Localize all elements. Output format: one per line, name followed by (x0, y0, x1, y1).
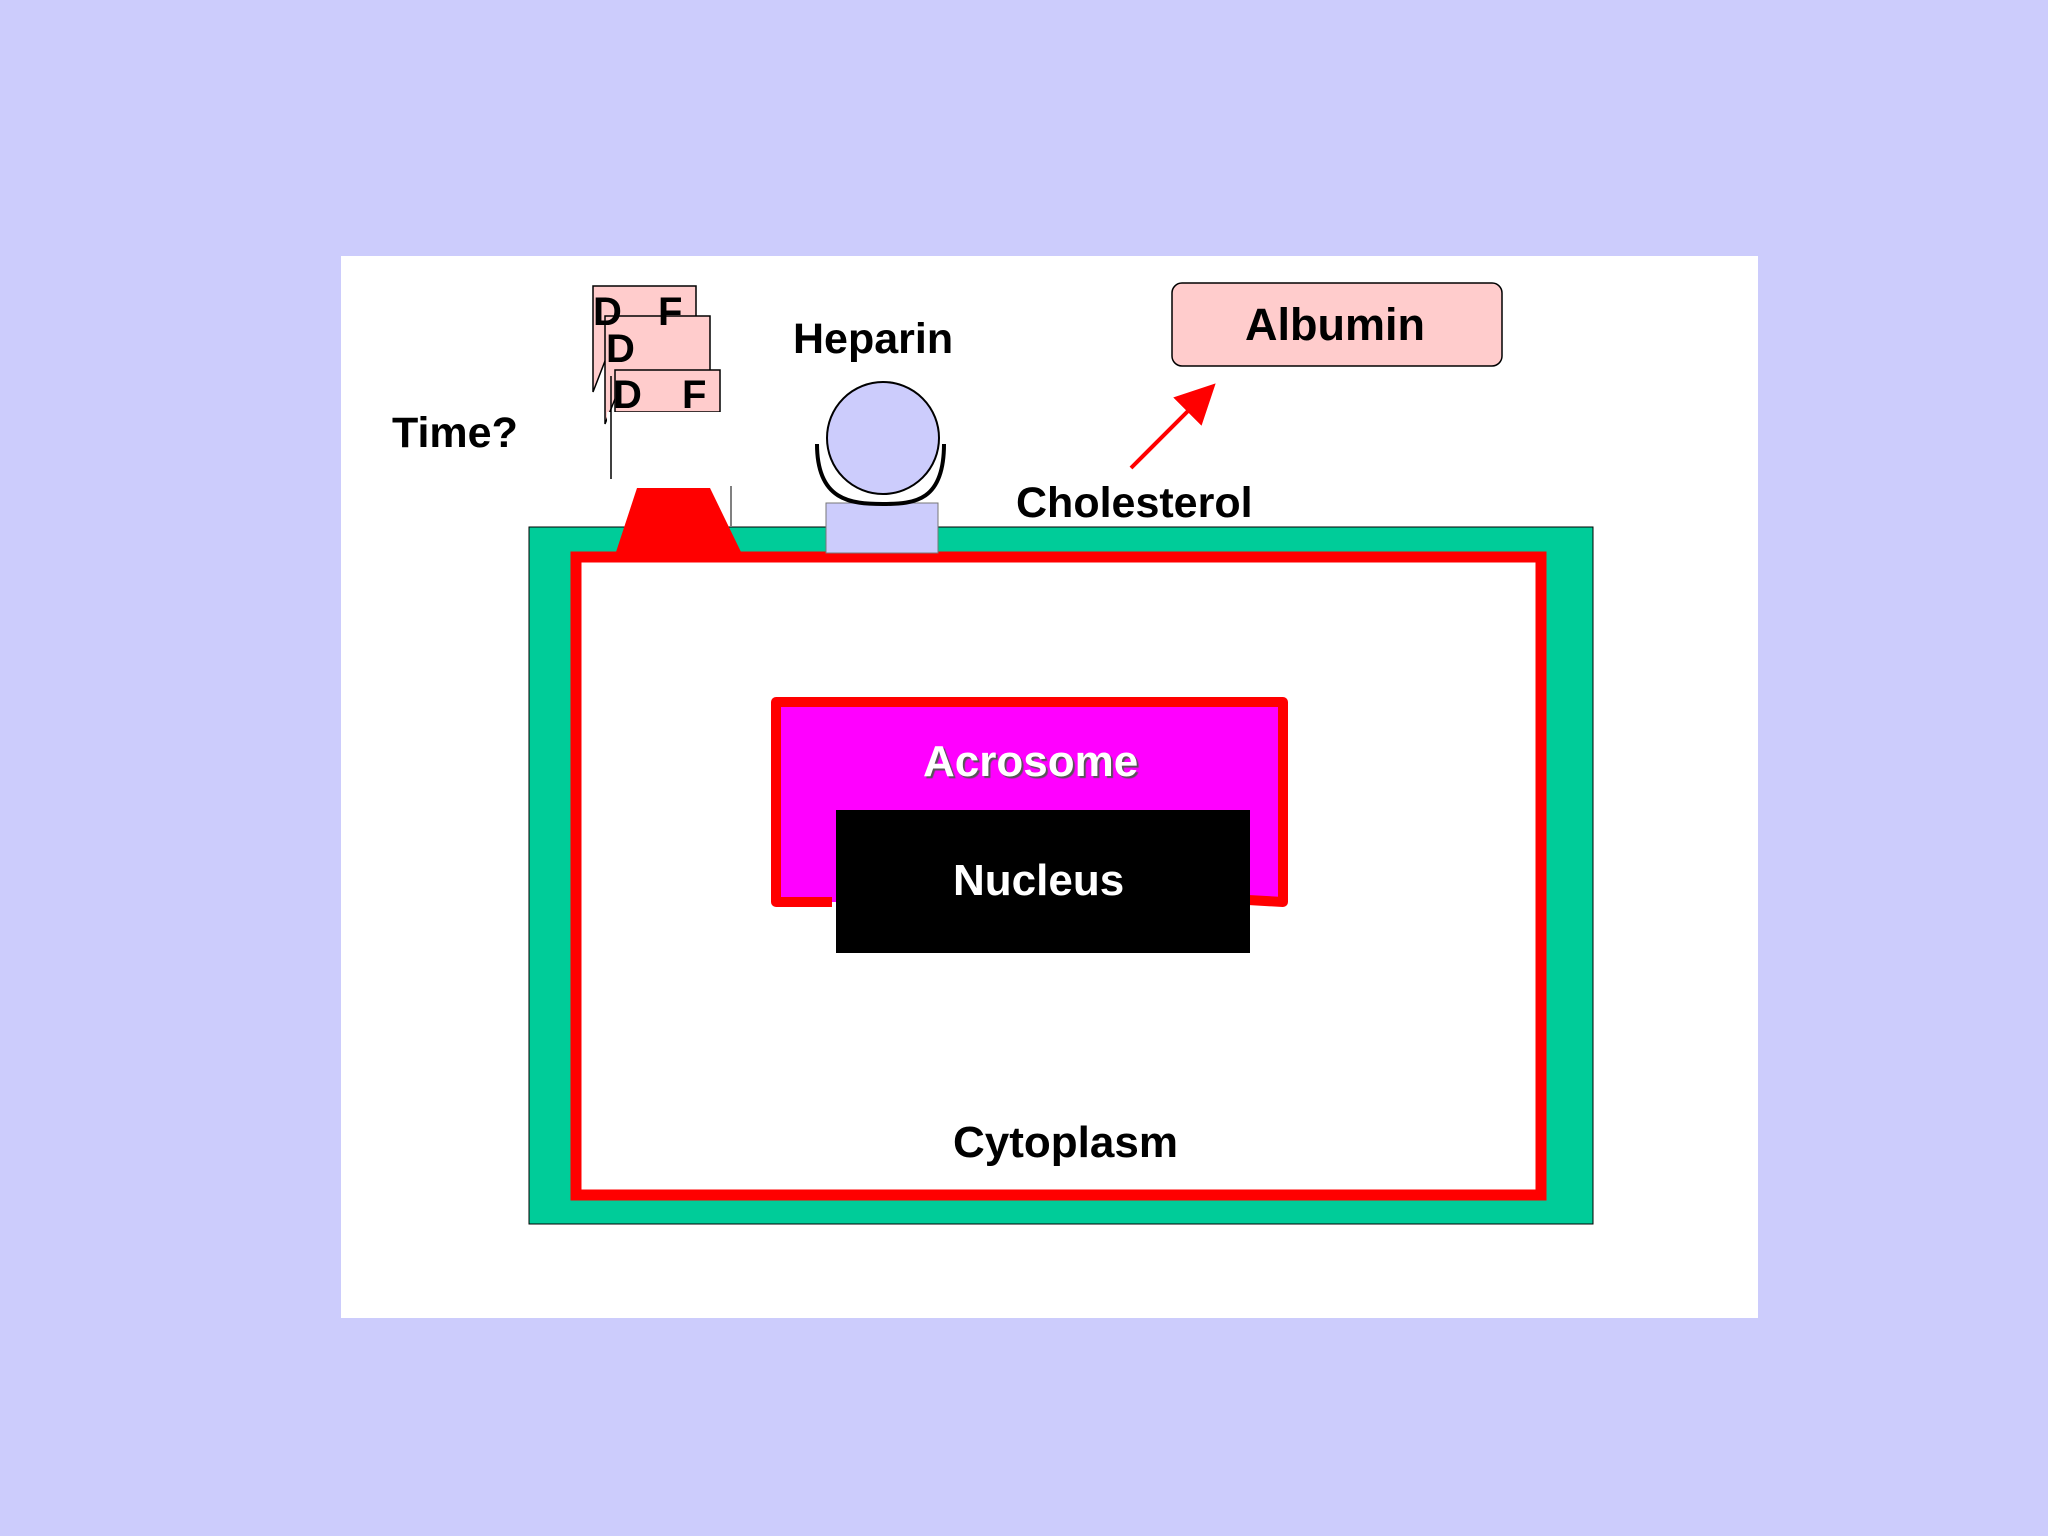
diagram-canvas (528, 282, 1594, 1225)
albumin-label: Albumin (1245, 299, 1425, 350)
albumin-box (1171, 282, 1503, 367)
heparin-molecule (826, 381, 940, 495)
cytoplasm-label: Cytoplasm (953, 1118, 1178, 1167)
slide: D F D D F Time? Heparin Albumin Choleste… (341, 256, 1758, 1318)
cholesterol-label: Cholesterol (1016, 479, 1253, 527)
time-label: Time? (392, 409, 518, 457)
df-receptor (616, 488, 741, 552)
heparin-cup (815, 443, 946, 507)
nucleus-label: Nucleus (953, 856, 1125, 905)
acrosome-label: Acrosome (923, 737, 1139, 786)
df-card-stack (592, 285, 732, 526)
df-card-front-d: D (613, 373, 642, 417)
df-card-middle-d: D (606, 327, 635, 371)
heparin-receptor (825, 502, 939, 554)
df-card-front-f: F (682, 373, 707, 417)
df-card-back-f: F (658, 290, 683, 334)
acrosome-membrane (771, 697, 1288, 907)
nucleus (836, 810, 1250, 953)
cholesterol-arrow (1129, 383, 1216, 470)
heparin-label: Heparin (793, 315, 954, 363)
df-card-back-d: D (593, 290, 622, 334)
